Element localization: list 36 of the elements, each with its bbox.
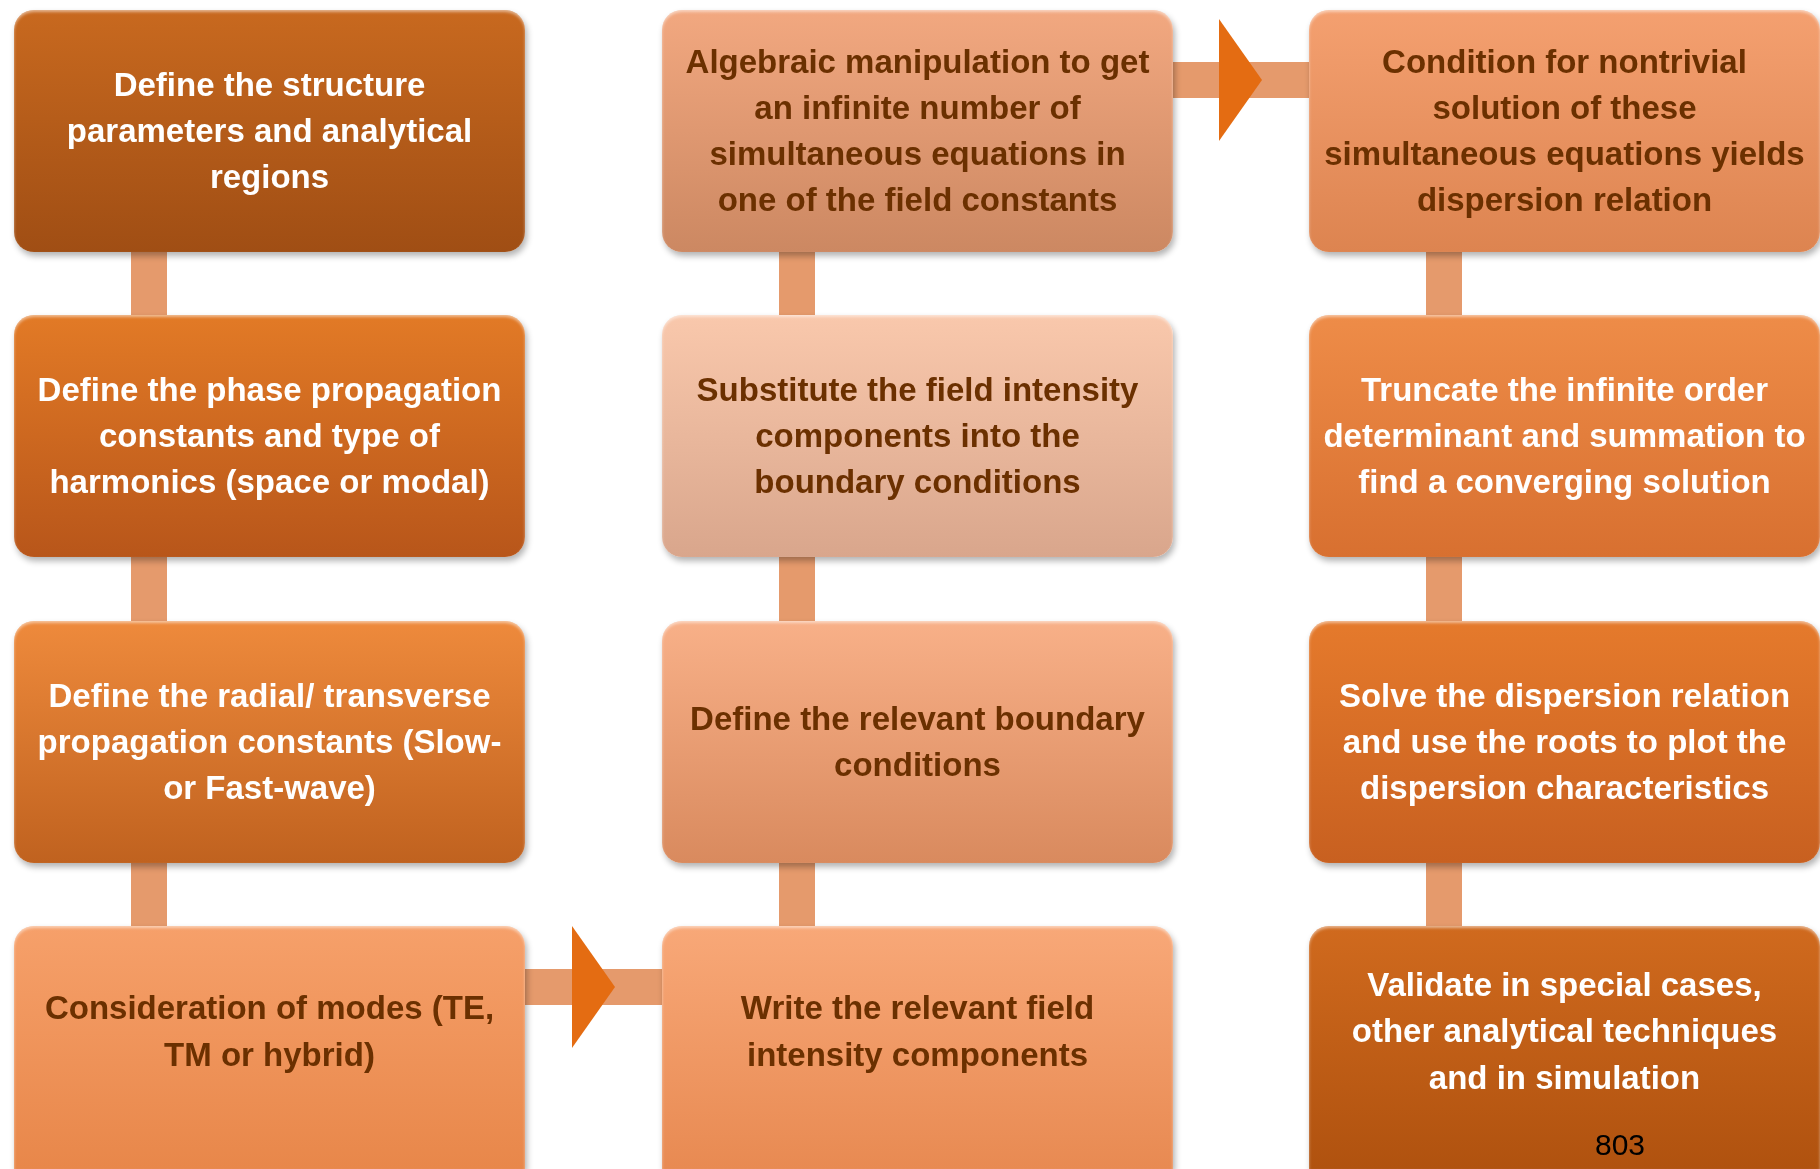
step-text: Define the structure parameters and analytical regions <box>65 64 474 198</box>
step-text: Substitute the field intensity components into the boundary conditions <box>695 369 1140 503</box>
connector-bar <box>1426 252 1462 315</box>
connector-bar <box>131 557 167 621</box>
step-text: Truncate the infinite order determinant and summation to find a converging solution <box>1323 369 1806 503</box>
connector-bar <box>131 252 167 315</box>
process-box <box>662 315 1173 557</box>
connector-bar <box>779 557 815 621</box>
step-text: Solve the dispersion relation and use the roots to plot the dispersion characteristics <box>1337 675 1792 809</box>
step-text: Define the phase propagation constants and type of harmonics (space or modal) <box>36 369 503 503</box>
connector-bar <box>1426 863 1462 926</box>
step-text: Algebraic manipulation to get an infinite number of simultaneous equations in one of the field constants <box>684 41 1151 221</box>
step-text: Condition for nontrivial solution of these simultaneous equations yields dispersion relation <box>1323 41 1806 221</box>
connector-bar <box>1173 19 1309 141</box>
process-box <box>1309 10 1820 252</box>
process-box <box>14 315 525 557</box>
step-text: Define the relevant boundary conditions <box>689 698 1146 785</box>
process-box <box>14 621 525 863</box>
process-box <box>662 926 1173 1169</box>
step-text: Consideration of modes (TE, TM or hybrid) <box>43 988 496 1075</box>
process-box <box>1309 315 1820 557</box>
step-text: Write the relevant field intensity components <box>739 988 1096 1075</box>
connector-bar <box>1426 557 1462 621</box>
step-text: Define the radial/ transverse propagation constants (Slow- or Fast-wave) <box>36 675 503 809</box>
connector-bar <box>131 863 167 926</box>
connector-bar <box>525 926 662 1048</box>
process-box <box>662 621 1173 863</box>
process-box <box>14 10 525 252</box>
step-text: Validate in special cases, other analytical techniques and in simulation <box>1350 965 1779 1098</box>
process-box <box>1309 926 1820 1169</box>
process-box <box>662 10 1173 252</box>
process-box <box>1309 621 1820 863</box>
page-number: 803 <box>1595 1128 1646 1162</box>
connector-bar <box>779 863 815 926</box>
connector-bar <box>779 252 815 315</box>
process-box <box>14 926 525 1169</box>
